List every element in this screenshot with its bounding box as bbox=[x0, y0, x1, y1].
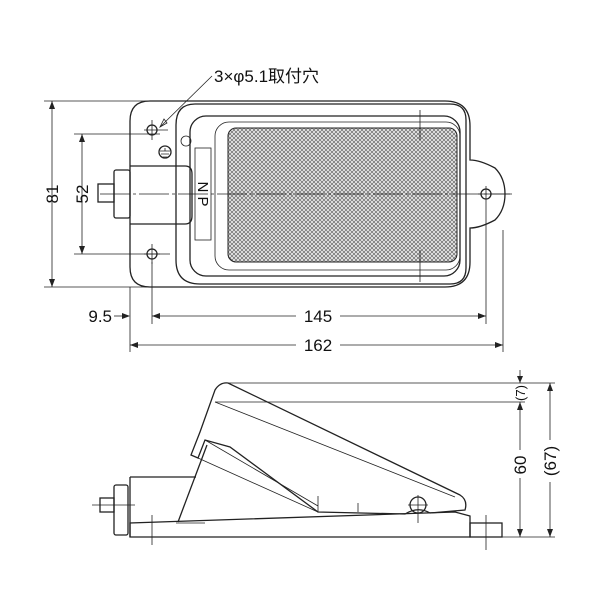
housing bbox=[175, 103, 467, 285]
base-plate bbox=[129, 100, 506, 288]
callout-leader bbox=[159, 75, 213, 128]
pedal-inner bbox=[214, 121, 461, 271]
dim-67: (67) bbox=[541, 446, 560, 476]
side-view: (7) 60 (67) bbox=[92, 370, 560, 550]
dim-9-5: 9.5 bbox=[88, 307, 112, 326]
connector-nut-side bbox=[113, 484, 129, 536]
ground-symbol-icon bbox=[158, 145, 172, 159]
cable-box bbox=[130, 165, 193, 225]
dim-60: 60 bbox=[511, 456, 530, 475]
top-view: N P 3×φ5.1取付穴 81 52 9.5 145 bbox=[43, 67, 512, 355]
cable-box-side bbox=[129, 476, 196, 523]
mesh-pad bbox=[227, 127, 458, 263]
screw-icon bbox=[180, 135, 192, 147]
dim-145: 145 bbox=[304, 307, 332, 326]
pedal-shell bbox=[190, 382, 467, 515]
dim-162: 162 bbox=[304, 336, 332, 355]
dim-7: (7) bbox=[513, 385, 528, 401]
mounting-holes-label: 3×φ5.1取付穴 bbox=[214, 67, 319, 86]
dim-52: 52 bbox=[73, 185, 92, 204]
cable-shaft bbox=[97, 183, 115, 203]
dim-81: 81 bbox=[43, 185, 62, 204]
